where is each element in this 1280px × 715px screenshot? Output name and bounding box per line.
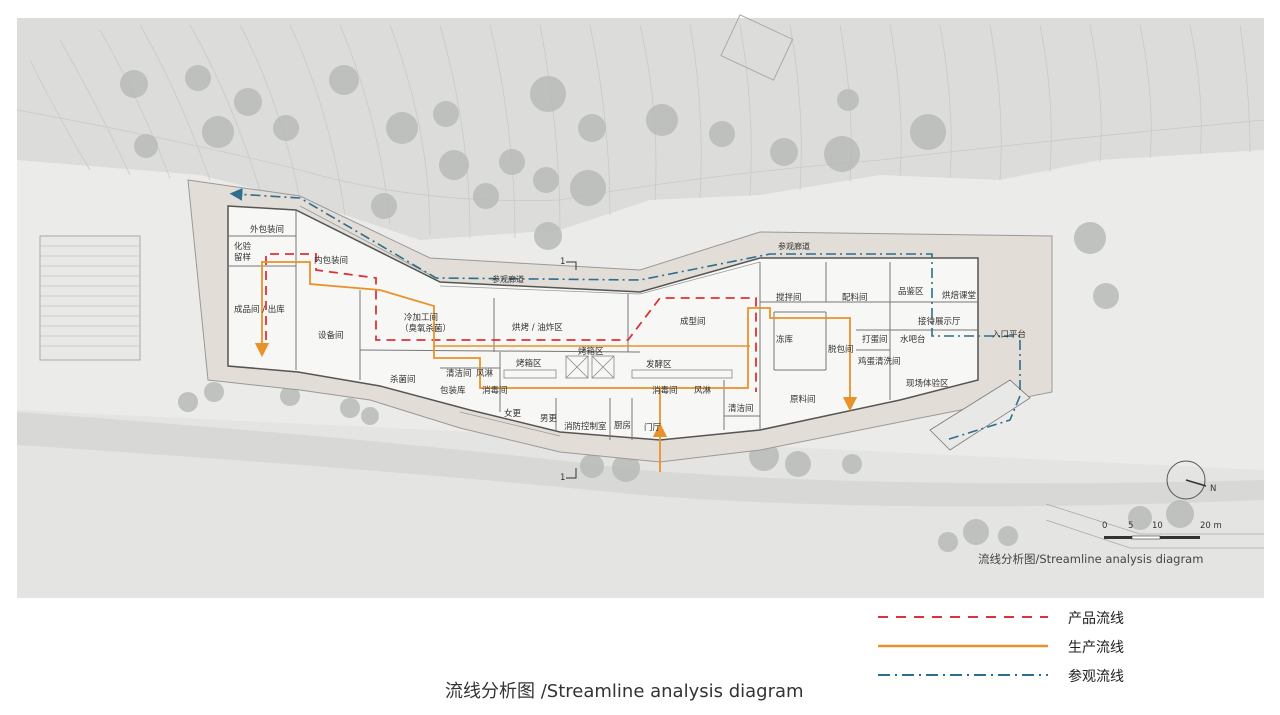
room-label: 打蛋间 (862, 334, 888, 345)
room-label: 风淋 (476, 368, 494, 379)
room-label: 搅拌间 (776, 292, 802, 303)
room-label: （臭氧杀菌） (400, 323, 451, 334)
scale-tick-10: 10 (1152, 521, 1163, 531)
compass-icon (1166, 460, 1207, 500)
room-label: 配料间 (842, 292, 868, 303)
legend-visit-swatch (878, 674, 1048, 676)
legend-visit-label: 参观流线 (1068, 669, 1124, 685)
room-label: 原料间 (790, 394, 816, 405)
ramp (1045, 503, 1264, 549)
room-label: 烤箱区 (516, 358, 542, 369)
room-label: 男更 (540, 414, 558, 424)
room-labels: 外包装间 化验 留样 内包装间 成品间 / 出库 设备间 冷加工间 （臭氧杀菌）… (234, 224, 1026, 433)
legend-product-swatch (878, 616, 1048, 618)
room-label: 消防控制室 (564, 421, 607, 432)
production-flow-line-3 (254, 261, 660, 389)
room-label: 女更 (504, 408, 522, 419)
hatched-plot (720, 14, 794, 81)
room-label: 脱包间 (828, 344, 854, 355)
legend-production: 生产流线 (878, 635, 1168, 664)
room-label: 包装库 (440, 385, 466, 396)
room-label: 消毒间 (482, 385, 508, 396)
room-label: 接待展示厅 (918, 316, 961, 327)
room-label: 清洁间 (728, 403, 754, 414)
room-label: 风淋 (694, 385, 712, 396)
room-label: 厨房 (614, 420, 631, 431)
room-label: 清洁间 (446, 368, 472, 379)
corridor-windows (299, 205, 761, 437)
corridor-label: 参观廊道 (778, 241, 810, 251)
contour-lines (16, 24, 1265, 239)
walls (228, 210, 978, 440)
scale-bar (1104, 535, 1200, 540)
scale-tick-5: 5 (1128, 521, 1133, 531)
product-flow-line (265, 253, 757, 392)
section-mark-top (566, 261, 577, 270)
legend-production-swatch (878, 644, 1048, 648)
section-mark-top-label: 1 (560, 257, 565, 267)
room-label: 冷加工间 (404, 312, 438, 323)
room-label: 内包装间 (314, 255, 348, 266)
scale-tick-0: 0 (1102, 521, 1107, 531)
room-label: 现场体验区 (906, 378, 949, 389)
neighbor-house (39, 235, 141, 361)
room-label: 消毒间 (652, 385, 678, 396)
room-label: 冻库 (776, 334, 794, 345)
road (17, 412, 1264, 507)
oven-marks (503, 355, 733, 379)
room-label: 发酵区 (646, 359, 672, 370)
section-mark-bottom (566, 468, 577, 479)
legend-visit: 参观流线 (878, 664, 1168, 693)
room-label: 烤箱区 (578, 346, 604, 357)
room-label: 留样 (234, 252, 252, 263)
legend: 产品流线 生产流线 参观流线 (878, 606, 1168, 693)
room-label: 烘烤 / 油炸区 (512, 322, 563, 333)
scale-tick-20: 20 m (1200, 521, 1222, 531)
entry-stair (929, 379, 1031, 451)
room-label: 成型间 (680, 316, 706, 327)
trees (120, 65, 1194, 552)
room-label: 化验 (234, 241, 252, 252)
diagram-caption: 流线分析图 /Streamline analysis diagram (445, 681, 804, 702)
building-interior (227, 205, 979, 441)
room-label: 水吧台 (900, 334, 926, 345)
room-label: 杀菌间 (390, 374, 416, 385)
compass-label: N (1210, 484, 1216, 494)
legend-product-label: 产品流线 (1068, 611, 1124, 627)
room-label: 烘焙课堂 (942, 290, 976, 301)
visit-flow-line (229, 188, 1021, 390)
room-label: 品鉴区 (898, 286, 924, 297)
room-label: 门厅 (644, 422, 662, 433)
legend-product: 产品流线 (878, 606, 1168, 635)
room-label: 鸡蛋清洗间 (858, 356, 901, 367)
production-flow-line-2 (659, 307, 858, 432)
room-label: 外包装间 (250, 224, 284, 235)
corridor-label: 参观廊道 (492, 274, 524, 284)
room-label: 入口平台 (992, 329, 1026, 340)
section-mark-bottom-label: 1 (560, 473, 565, 483)
inner-caption: 流线分析图/Streamline analysis diagram (978, 552, 1203, 566)
visit-flow-line-2 (945, 395, 1021, 441)
hillside (17, 18, 1264, 240)
room-label: 成品间 / 出库 (234, 304, 285, 315)
legend-production-label: 生产流线 (1068, 640, 1124, 656)
site-plan: 1 1 N 0 5 10 20 m 流线分析图/Streamline analy… (16, 14, 1265, 598)
room-label: 设备间 (318, 330, 344, 341)
